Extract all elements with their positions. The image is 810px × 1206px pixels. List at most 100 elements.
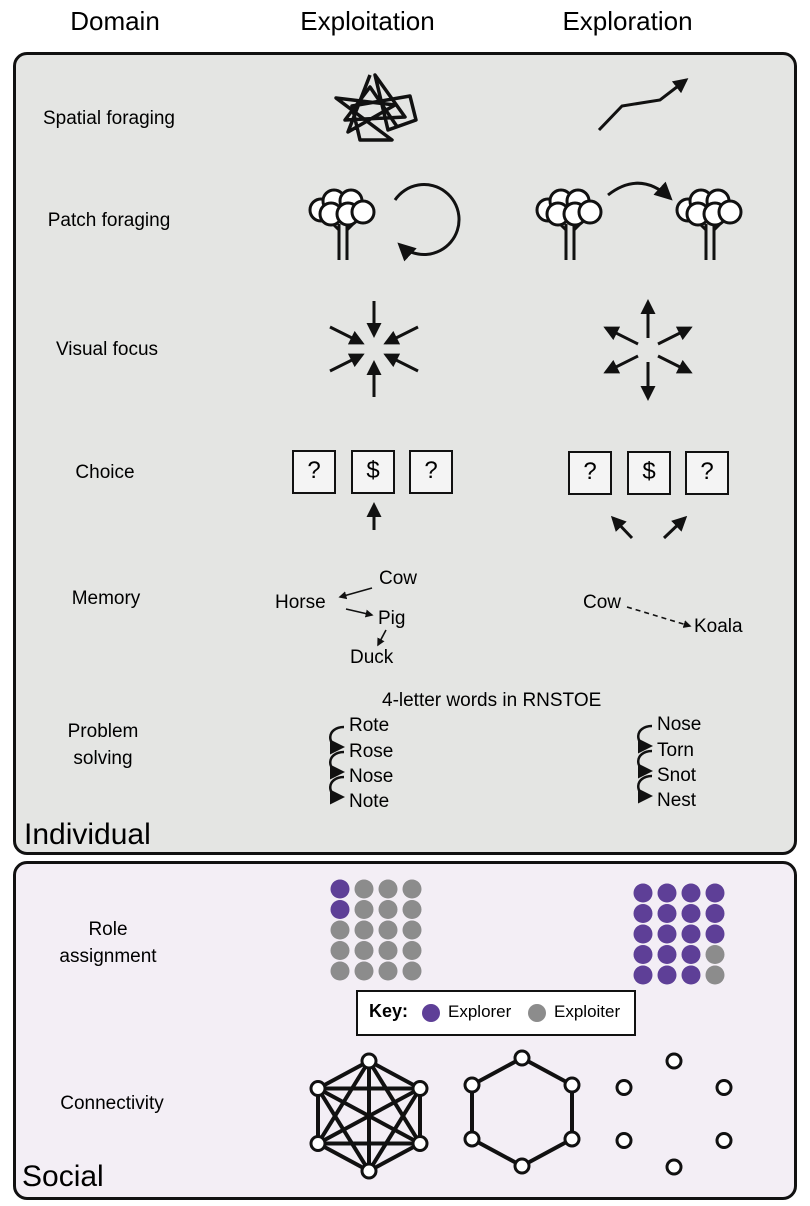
network-ring (463, 1049, 581, 1175)
exploiter-dot (378, 900, 398, 919)
spatial-explore-path (597, 78, 689, 132)
network-node (463, 1130, 481, 1148)
network-edge (317, 1086, 421, 1146)
network-node (411, 1080, 429, 1097)
explorer-dot (330, 900, 350, 919)
key-explorer-label: Explorer (448, 1002, 512, 1021)
explorer-dot (633, 904, 653, 923)
problem-word: Nest (657, 790, 697, 811)
memory-word: Cow (379, 568, 418, 589)
explorer-dot (705, 904, 725, 923)
step-arrow-icon (330, 752, 344, 772)
row-label-problem-solving: Problem solving (8, 718, 198, 772)
choice-arrow-icon (610, 515, 634, 540)
row-label-spatial-foraging: Spatial foraging (42, 108, 176, 129)
memory-arrow-icon (377, 629, 387, 647)
explorer-dot (330, 879, 350, 899)
network-disconnected (615, 1052, 733, 1176)
step-arrow-icon (638, 726, 652, 746)
memory-arrow-icon (345, 608, 374, 618)
choice-arrow-icon (662, 515, 688, 540)
explorer-dot (705, 924, 725, 944)
exploiter-dot (330, 941, 350, 960)
exploiter-dot (378, 920, 398, 940)
problem-word: Nose (349, 766, 394, 787)
network-node (309, 1135, 327, 1152)
row-label-patch-foraging: Patch foraging (47, 210, 171, 231)
panel-label-individual: Individual (24, 818, 151, 851)
network-edge (317, 1059, 370, 1091)
step-arrow-icon (638, 751, 652, 771)
network-fully-connected (309, 1052, 429, 1180)
network-edge (521, 1137, 573, 1168)
exploiter-dot (330, 961, 350, 981)
explorer-dot (633, 883, 653, 903)
network-node (563, 1130, 581, 1148)
role-grid-exploration (633, 883, 725, 985)
legend-key: Key: Explorer Exploiter (356, 990, 636, 1036)
choice-box-unknown: ? (292, 450, 336, 494)
explorer-dot (657, 904, 677, 923)
network-node (715, 1079, 733, 1096)
network-edge (471, 1056, 523, 1087)
network-edge (368, 1059, 421, 1091)
exploiter-dot (330, 920, 350, 940)
problem-word: Nose (657, 714, 702, 735)
explorer-dot (657, 965, 677, 985)
step-arrow-icon (638, 776, 652, 796)
row-label-connectivity: Connectivity (60, 1093, 164, 1114)
explorer-dot (657, 924, 677, 944)
header-exploitation: Exploitation (300, 6, 435, 36)
network-node (615, 1079, 633, 1096)
memory-word: Koala (694, 616, 743, 637)
loop-arrow-icon (393, 183, 461, 262)
exploiter-dot (354, 941, 374, 960)
memory-word: Cow (583, 592, 622, 613)
key-title: Key: (369, 1001, 409, 1021)
memory-arrow-icon (338, 587, 373, 600)
exploiter-dot (354, 879, 374, 899)
exploiter-dot (354, 961, 374, 981)
spatial-exploit-tangle (334, 73, 418, 142)
row-label-line: solving (73, 748, 133, 769)
exploiter-dot (378, 879, 398, 899)
problem-word: Note (349, 791, 390, 812)
row-label-line: Role (88, 919, 128, 940)
network-node (411, 1135, 429, 1152)
tree-icon (675, 188, 743, 262)
explorer-dot (681, 904, 701, 923)
problem-word: Rose (349, 741, 394, 762)
header-exploration: Exploration (562, 6, 693, 36)
choice-box-unknown: ? (685, 451, 729, 495)
network-node (360, 1052, 378, 1070)
explorer-dot (681, 945, 701, 964)
converging-arrows-icon (330, 301, 418, 397)
row-label-choice: Choice (75, 462, 135, 483)
explorer-dot (657, 945, 677, 964)
row-label-role-assignment: Role assignment (13, 916, 203, 970)
exploiter-dot (402, 941, 422, 960)
problem-word: Torn (657, 740, 694, 761)
network-node (665, 1052, 683, 1070)
network-node (513, 1049, 531, 1067)
network-edge (316, 1087, 371, 1173)
explorer-swatch (422, 1004, 440, 1022)
row-label-memory: Memory (71, 588, 141, 609)
diverging-arrows-icon (606, 302, 690, 398)
explorer-dot (705, 883, 725, 903)
exploiter-dot (402, 879, 422, 899)
step-arrow-icon (330, 727, 344, 747)
exploiter-dot (378, 941, 398, 960)
exploiter-dot (354, 900, 374, 919)
panel-label-social: Social (22, 1160, 104, 1193)
exploiter-dot (402, 920, 422, 940)
tree-icon (535, 188, 603, 262)
network-edge (368, 1141, 421, 1173)
problem-word: Rote (349, 715, 390, 736)
network-node (563, 1076, 581, 1094)
exploiter-dot (378, 961, 398, 981)
role-grid-exploitation (330, 879, 422, 981)
network-edge (521, 1056, 573, 1087)
exploiter-dot (354, 920, 374, 940)
